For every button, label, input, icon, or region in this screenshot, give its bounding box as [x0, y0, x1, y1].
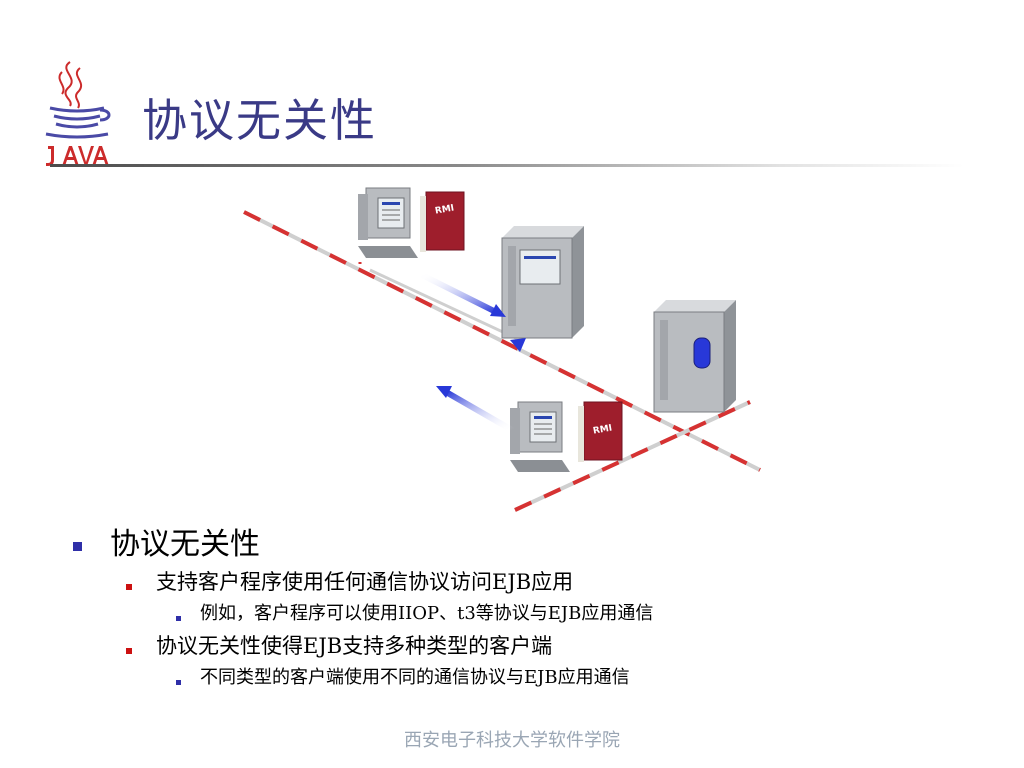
network-diagram: RMI RMI [243, 187, 761, 512]
request-arrow-icon [417, 271, 506, 317]
footer-text: 西安电子科技大学软件学院 [404, 730, 620, 751]
bullet-item2-sub: 不同类型的客户端使用不同的通信协议与EJB应用通信 [200, 667, 630, 688]
network-line-main [243, 210, 761, 472]
bullet-marker [126, 648, 132, 654]
bullet-item1: 支持客户程序使用任何通信协议访问EJB应用 [156, 570, 574, 594]
bullet-item2: 协议无关性使得EJB支持多种类型的客户端 [156, 634, 553, 658]
network-line-lower [514, 400, 751, 512]
bullet-marker [126, 584, 132, 590]
bullet-marker [73, 542, 82, 551]
response-arrow-icon [436, 338, 526, 433]
rmi-book-icon: RMI [420, 191, 465, 252]
title-divider [50, 164, 964, 167]
client-computer-icon [358, 187, 418, 258]
rmi-book-icon-2: RMI [578, 401, 623, 462]
slide-title: 协议无关性 [142, 94, 378, 147]
bullet-marker [176, 616, 181, 621]
client-computer-icon-2 [510, 401, 570, 472]
database-server-icon [653, 300, 736, 413]
network-line-branch [358, 262, 521, 342]
bullet-marker [176, 680, 181, 685]
svg-text:RMI: RMI [434, 203, 455, 216]
java-wordmark-icon [46, 146, 109, 166]
bullet-item1-sub: 例如，客户程序可以使用IIOP、t3等协议与EJB应用通信 [200, 603, 654, 624]
app-server-icon [501, 226, 584, 339]
java-logo [45, 61, 111, 166]
svg-text:RMI: RMI [592, 423, 613, 436]
bullet-level1: 协议无关性 [110, 527, 260, 562]
